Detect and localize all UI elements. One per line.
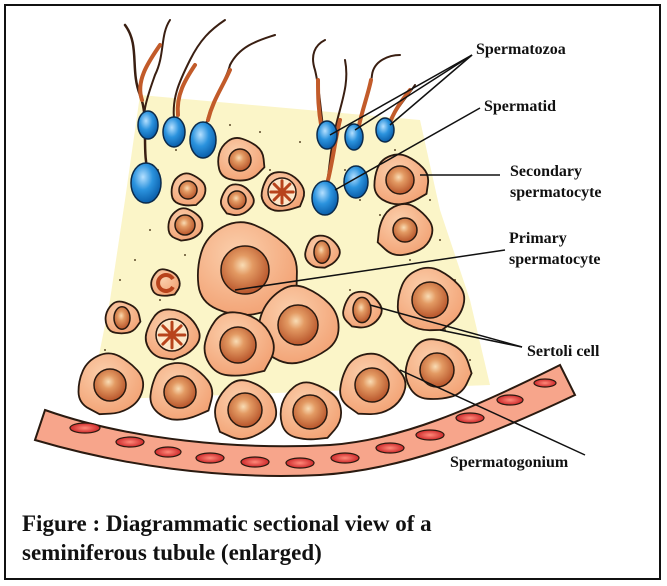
sperm-head: [131, 163, 161, 203]
label-secondary-1: Secondary: [510, 163, 582, 180]
sperm-head: [345, 124, 363, 150]
label-spermatozoa: Spermatozoa: [476, 41, 566, 58]
label-sertoli: Sertoli cell: [527, 343, 600, 360]
sperm-head: [190, 122, 216, 158]
caption-line-1: Figure : Diagrammatic sectional view of …: [22, 510, 642, 537]
sperm-head: [138, 111, 158, 139]
label-spermatid: Spermatid: [484, 98, 556, 115]
label-secondary-2: spermatocyte: [510, 184, 602, 201]
caption-line-2: seminiferous tubule (enlarged): [22, 539, 642, 566]
spermatogonium: [281, 382, 341, 439]
sperm-head: [317, 121, 337, 149]
sperm-head: [376, 118, 394, 142]
sperm-head: [344, 166, 368, 198]
sperm-head: [312, 181, 338, 215]
label-primary-1: Primary: [509, 230, 567, 247]
label-primary-2: spermatocyte: [509, 251, 601, 268]
sperm-head: [163, 117, 185, 147]
label-spermatogonium: Spermatogonium: [450, 454, 569, 471]
crescent-cell: [151, 269, 180, 295]
